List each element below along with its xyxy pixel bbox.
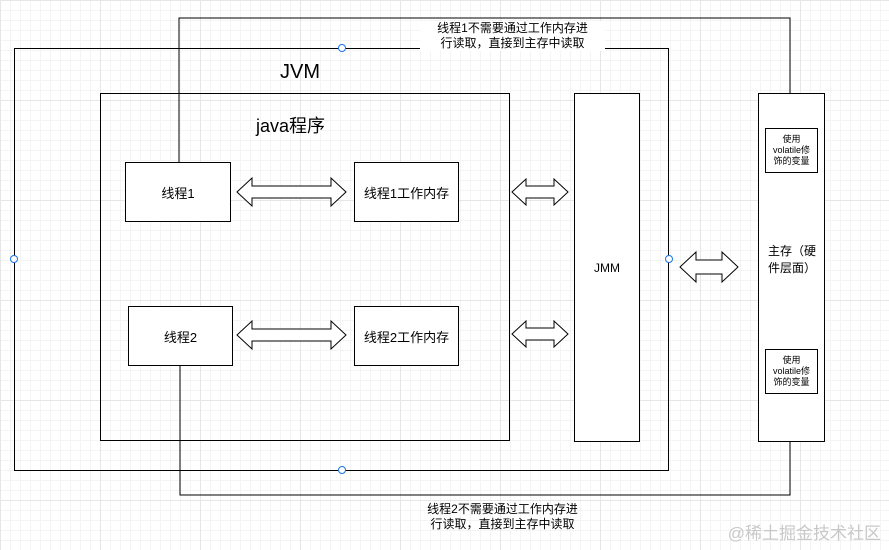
double-arrow-memory2-jmm xyxy=(511,319,569,349)
volatile-var-bottom-line1: 使用 xyxy=(782,355,801,365)
double-arrow-thread2-memory xyxy=(236,319,347,351)
volatile-var-top-line2: volatile修 xyxy=(772,145,810,155)
thread2-memory-box: 线程2工作内存 xyxy=(354,306,459,366)
jvm-title: JVM xyxy=(280,61,320,83)
thread2-box: 线程2 xyxy=(128,306,233,366)
volatile-var-bottom-line2: volatile修 xyxy=(772,366,810,376)
thread1-box: 线程1 xyxy=(125,162,231,222)
volatile-var-top-line3: 饰的变量 xyxy=(773,156,810,166)
main-memory-label: 主存（硬 件层面） xyxy=(762,243,822,277)
double-arrow-thread1-memory xyxy=(236,176,347,208)
main-memory-label-line2: 件层面） xyxy=(767,261,816,275)
note-bottom-line2: 行读取，直接到主存中读取 xyxy=(430,517,575,531)
connection-point-top xyxy=(338,44,346,52)
double-arrow-jmm-main xyxy=(679,250,739,284)
thread2-memory-label: 线程2工作内存 xyxy=(363,329,450,345)
jmm-box: JMM xyxy=(574,93,640,442)
jmm-label: JMM xyxy=(594,260,620,275)
note-bottom-line1: 线程2不需要通过工作内存进 xyxy=(427,502,578,516)
connection-point-right xyxy=(665,255,673,263)
note-top-line2: 行读取，直接到主存中读取 xyxy=(440,36,585,50)
java-program-title: java程序 xyxy=(256,116,326,136)
note-top: 线程1不需要通过工作内存进 行读取，直接到主存中读取 xyxy=(420,21,605,51)
double-arrow-memory1-jmm xyxy=(511,177,569,207)
volatile-var-top-box: 使用 volatile修 饰的变量 xyxy=(765,128,818,173)
volatile-var-bottom-line3: 饰的变量 xyxy=(773,377,810,387)
thread1-label: 线程1 xyxy=(161,185,195,201)
watermark: @稀土掘金技术社区 xyxy=(727,524,881,543)
thread2-bypass-line xyxy=(179,366,791,496)
thread1-bypass-line xyxy=(178,17,791,162)
connection-point-bottom xyxy=(338,466,346,474)
connection-point-left xyxy=(10,255,18,263)
note-bottom: 线程2不需要通过工作内存进 行读取，直接到主存中读取 xyxy=(410,502,595,532)
main-memory-label-line1: 主存（硬 xyxy=(767,244,816,258)
volatile-var-top-line1: 使用 xyxy=(782,134,801,144)
thread1-memory-box: 线程1工作内存 xyxy=(354,162,459,222)
note-top-line1: 线程1不需要通过工作内存进 xyxy=(437,21,588,35)
thread1-memory-label: 线程1工作内存 xyxy=(363,185,450,201)
volatile-var-bottom-box: 使用 volatile修 饰的变量 xyxy=(765,349,818,394)
java-program-frame xyxy=(100,93,510,441)
thread2-label: 线程2 xyxy=(163,329,198,345)
